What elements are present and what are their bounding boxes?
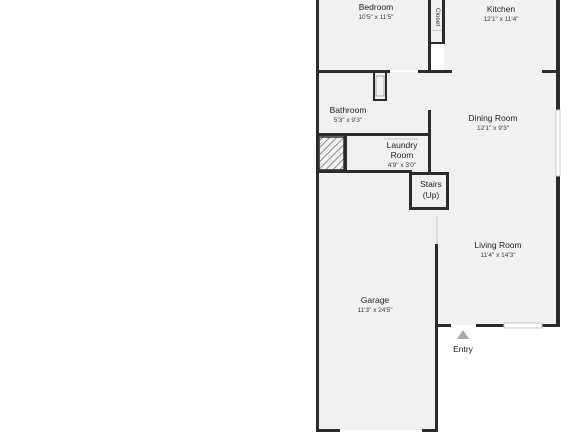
living-bottom-wall-right (542, 324, 560, 327)
closet-door (432, 30, 442, 31)
entry-arrow-icon (457, 330, 469, 339)
stairs-name-line1: Stairs (420, 179, 442, 189)
stairs-box-top (409, 172, 449, 175)
garage-name: Garage (361, 295, 390, 305)
bathroom-dims: 5'3" x 9'3" (334, 117, 363, 124)
walls (316, 0, 560, 432)
kitchen-name: Kitchen (487, 4, 516, 14)
stairs-name-line2: (Up) (423, 190, 440, 200)
laundry-left-wall (344, 133, 347, 173)
bath-closet-wall-v (373, 72, 375, 100)
outer-wall-right-lower (556, 176, 560, 327)
dining-name: Dining Room (468, 113, 517, 123)
bath-closet-wall-h (373, 99, 387, 101)
garage-right-wall (435, 244, 438, 432)
bedroom-dims: 10'5" x 11'5" (358, 14, 394, 21)
bathroom-name: Bathroom (330, 105, 367, 115)
bedroom-right-wall (428, 0, 431, 73)
garage-dims: 11'3" x 24'5" (357, 307, 393, 314)
kitchen-floor (444, 0, 558, 72)
kitchen-dims: 12'1" x 11'4" (483, 16, 519, 23)
laundry-name-line1: Laundry (387, 140, 418, 150)
outer-wall-right-upper (556, 0, 560, 110)
garage-bottom-wall-right (422, 429, 438, 432)
utility-hatch (318, 136, 345, 171)
dining-window (555, 109, 561, 177)
garage-floor (318, 172, 436, 430)
laundry-right-wall (428, 110, 431, 173)
living-dims: 11'4" x 14'3" (480, 252, 516, 259)
garage-bottom-wall-left (316, 429, 340, 432)
room-labels: Bedroom 10'5" x 11'5" Closet Kitchen 12'… (330, 2, 522, 314)
living-name: Living Room (474, 240, 521, 250)
bedroom-floor (318, 0, 428, 70)
kitchen-bottom-wall-right (542, 70, 560, 73)
stairs-box-left (409, 172, 412, 210)
kitchen-bottom-wall-left (428, 70, 452, 73)
living-bottom-wall-left (435, 324, 451, 327)
hall-door-marker (375, 75, 385, 97)
laundry-name-line2: Room (391, 150, 414, 160)
bath-closet-wall-right (385, 72, 387, 101)
laundry-dims: 4'9" x 3'0" (388, 162, 417, 169)
entry-label: Entry (453, 344, 474, 354)
living-window (503, 322, 543, 329)
openings (375, 30, 561, 329)
dining-dims: 12'1" x 9'3" (477, 125, 510, 132)
room-fills (318, 0, 558, 430)
closet-right-wall (442, 0, 445, 44)
bedroom-name: Bedroom (359, 2, 394, 12)
laundry-top-wall (370, 133, 430, 136)
stairs-box-right (446, 172, 449, 210)
outer-wall-left (316, 0, 319, 432)
living-bottom-wall-mid (476, 324, 504, 327)
stairs-box-bottom (409, 207, 449, 210)
closet-bottom-wall (428, 42, 445, 44)
dining-floor (430, 72, 558, 178)
living-floor (436, 178, 558, 325)
closet-name: Closet (434, 8, 441, 27)
bedroom-bottom-wall-left (316, 70, 390, 73)
closet-floor (428, 0, 444, 44)
bedroom-bottom-wall-right (418, 70, 430, 73)
garage-top-wall (316, 170, 412, 173)
